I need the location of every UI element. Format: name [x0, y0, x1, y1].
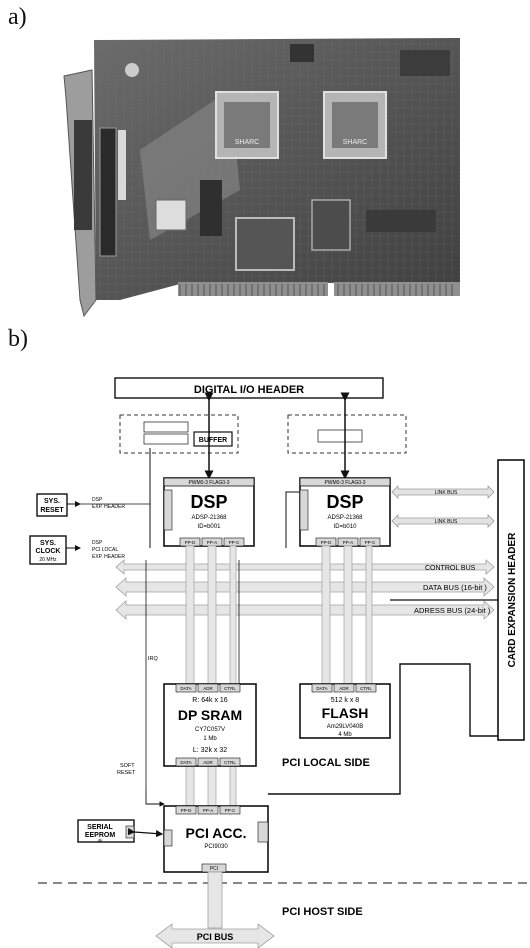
dsp-left-port-ctrl: PP-C	[229, 540, 241, 545]
sys-clock-freq: 20 MHz	[39, 557, 57, 563]
flash-model: Am29LV040B	[327, 724, 364, 730]
flash-port-ctrl: CTRL	[360, 686, 372, 691]
sram-top-port-data: DATA	[180, 686, 191, 691]
digital-io-header-label: DIGITAL I/O HEADER	[194, 384, 304, 396]
dsp-left-port-top: PWM0-3 FLAG0-3	[188, 480, 229, 486]
pci-local-side-label: PCI LOCAL SIDE	[282, 757, 370, 769]
dsp-right-port-data: PP-D	[321, 540, 333, 545]
flash-title: FLASH	[322, 705, 369, 721]
pci-acc-port-d: PP-D	[181, 808, 193, 813]
sys-clock-note1: DSP	[92, 540, 103, 546]
pci-acc-port-c: PP-C	[225, 808, 237, 813]
pci-host-side-label: PCI HOST SIDE	[282, 906, 363, 918]
dsp-left-box	[164, 478, 254, 546]
sys-reset-note2: EXP. HEADER	[92, 504, 125, 510]
pci-acc-pci-port: PCI	[210, 866, 218, 872]
dsp-right-port-top: PWM0-3 FLAG0-3	[324, 480, 365, 486]
sys-reset-line1: SYS.	[44, 498, 60, 505]
dsp-left-id: ID=b001	[198, 524, 222, 530]
dsp-right-model: ADSP-21368	[327, 515, 363, 521]
sram-bottom-port-data: DATA	[180, 760, 191, 765]
sys-clock-note2: PCI LOCAL	[92, 547, 118, 553]
flash-port-data: DATA	[316, 686, 327, 691]
dp-sram-right-port: R: 64k x 16	[192, 697, 228, 704]
sys-clock-line2: CLOCK	[36, 548, 61, 555]
flash-size: 4 Mb	[338, 732, 352, 738]
data-bus-label: DATA BUS (16-bit )	[423, 583, 487, 592]
sys-reset-line2: RESET	[40, 507, 64, 514]
dsp-right-link	[286, 492, 300, 548]
dsp-left-model: ADSP-21368	[191, 515, 227, 521]
sram-bottom-port-addr: ADR	[203, 760, 213, 765]
dp-sram-title: DP SRAM	[178, 707, 242, 723]
soft-reset-line2: RESET	[117, 770, 136, 776]
pci-acc-model: PCI9030	[204, 844, 228, 850]
serial-eeprom-size: 4k	[98, 838, 104, 843]
sram-top-port-addr: ADR	[203, 686, 213, 691]
dsp-right-box	[300, 478, 390, 546]
dsp-right-port-addr: PP-A	[343, 540, 354, 545]
sys-clock-note3: EXP. HEADER	[92, 554, 125, 560]
control-bus-label: CONTROL BUS	[425, 565, 476, 572]
dsp-left-port-addr: PP-A	[207, 540, 218, 545]
sram-bottom-port-ctrl: CTRL	[224, 760, 236, 765]
serial-eeprom-line1: SERIAL	[87, 824, 113, 831]
sys-reset-note1: DSP	[92, 497, 103, 503]
adress-bus-label: ADRESS BUS (24-bit )	[414, 606, 491, 615]
link-bus-1-label: LINK BUS	[435, 490, 458, 496]
sram-top-port-ctrl: CTRL	[224, 686, 236, 691]
dsp-right-id: ID=b010	[334, 524, 358, 530]
sys-clock-line1: SYS.	[40, 540, 56, 547]
card-expansion-header-label: CARD EXPANSION HEADER	[507, 532, 518, 668]
dsp-right-port-ctrl: PP-C	[365, 540, 377, 545]
flash-port-addr: ADR	[339, 686, 349, 691]
buffer-label: BUFFER	[199, 437, 227, 444]
dp-sram-size: 1 Mb	[203, 736, 217, 742]
dsp-left-port-data: PP-D	[185, 540, 197, 545]
irq-label: IRQ	[148, 656, 159, 662]
flash-org: 512 k x 8	[331, 697, 360, 704]
dp-sram-left-port: L: 32k x 32	[193, 747, 227, 754]
soft-reset-line1: SOFT	[120, 763, 135, 769]
pci-bus-label: PCI BUS	[197, 932, 234, 942]
dsp-left-title: DSP	[190, 492, 227, 512]
link-bus-2-label: LINK BUS	[435, 519, 458, 525]
dp-sram-model: CY7C057V	[195, 727, 225, 733]
pci-acc-title: PCI ACC.	[186, 825, 247, 841]
pci-acc-port-a: PP-A	[203, 808, 214, 813]
dsp-right-title: DSP	[326, 492, 363, 512]
